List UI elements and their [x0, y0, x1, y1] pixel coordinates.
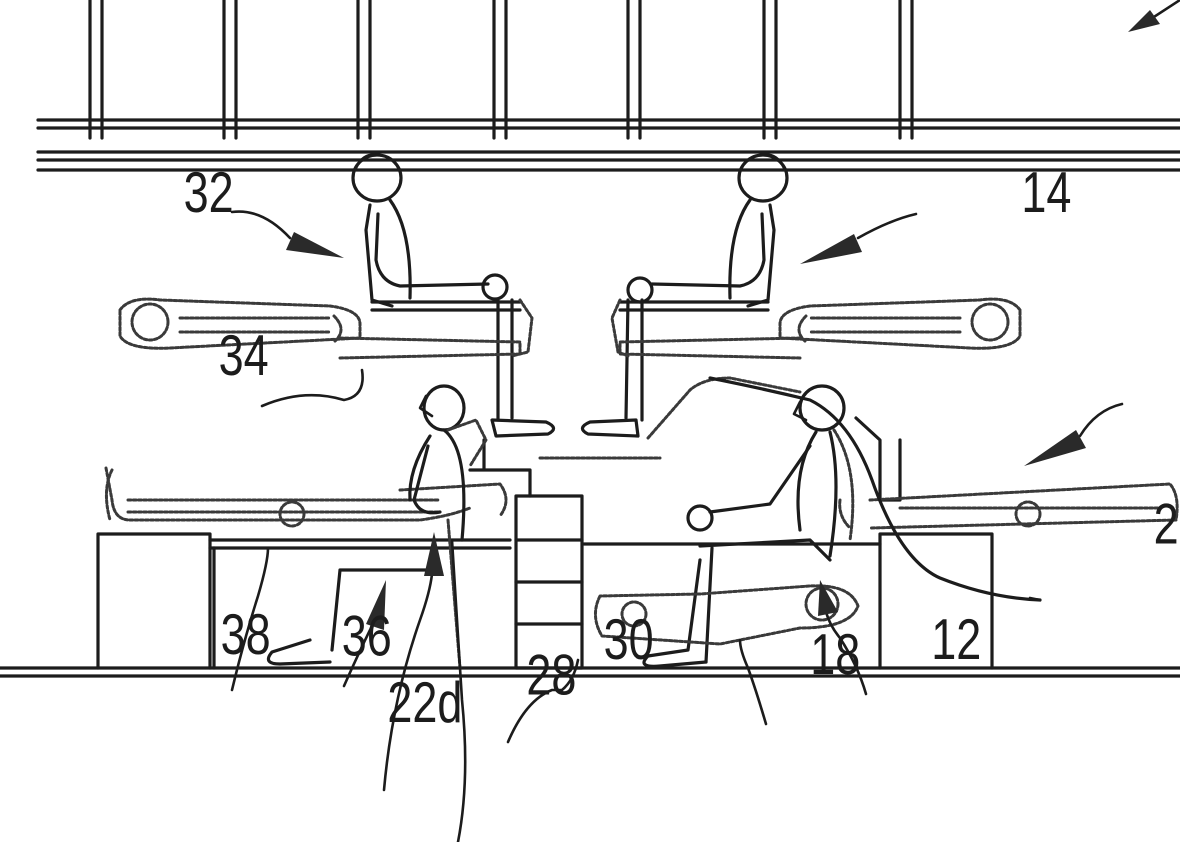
ref-20: 20	[1154, 491, 1180, 556]
ref-28: 28	[526, 642, 576, 707]
ceiling-rail-upper	[36, 118, 1180, 130]
ref-32: 32	[184, 159, 234, 224]
ref-34: 34	[219, 323, 269, 388]
arrow-top-right	[1128, 0, 1180, 32]
ref-38: 38	[221, 601, 271, 666]
ceiling-structure	[36, 0, 1180, 172]
upper-right-seated-passenger	[580, 153, 789, 438]
upper-left-seated-passenger	[351, 153, 556, 438]
floor	[0, 666, 1180, 678]
upper-right-connector	[646, 376, 802, 440]
lower-right-reclining-passenger	[838, 482, 1179, 530]
ceiling-posts	[88, 0, 914, 140]
ref-18: 18	[810, 622, 860, 687]
upper-left-reclining-passenger	[118, 297, 522, 360]
lower-left-reclining-passenger	[104, 466, 508, 528]
leader-lines	[230, 210, 1124, 842]
lower-right-seated-passenger	[642, 384, 902, 668]
cable	[708, 376, 1042, 602]
ref-12: 12	[931, 607, 981, 672]
ceiling-rail-lower	[36, 150, 1180, 172]
upper-right-reclining-passenger	[618, 297, 1022, 360]
ref-14: 14	[1021, 159, 1071, 224]
reference-numerals: 32 14 34 10 20 38 36 22d 28 30 18 12	[184, 159, 1180, 734]
lower-left-platform	[96, 532, 512, 670]
ref-30: 30	[604, 607, 654, 672]
ref-22d: 22d	[387, 669, 462, 734]
lower-left-seated-passenger	[266, 384, 488, 670]
ref-36: 36	[342, 603, 392, 668]
central-cabinet	[468, 438, 584, 670]
